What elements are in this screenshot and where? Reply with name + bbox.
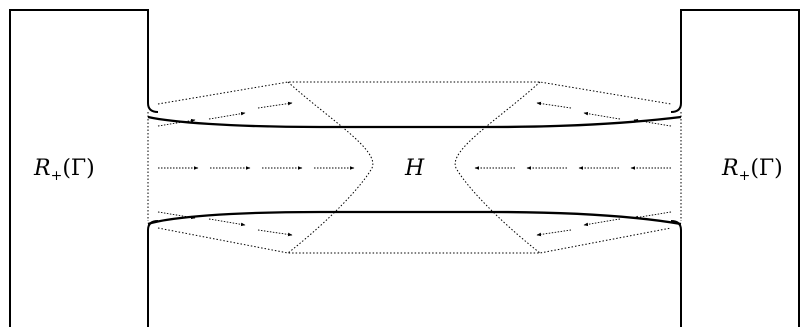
- left-region-label-main: R: [33, 156, 51, 181]
- flow-arrow: [157, 211, 196, 220]
- dotted-left-curve: [287, 81, 374, 254]
- flow-arrow: [583, 111, 621, 120]
- flow-arrow: [583, 218, 621, 227]
- dotted-right-curve: [454, 81, 541, 254]
- right-flow-arrows: [474, 101, 672, 237]
- flow-arrow: [536, 101, 572, 109]
- right-region-label: R+(Γ): [721, 156, 783, 184]
- dotted-outer-outline-top: [157, 81, 672, 105]
- flow-arrow: [633, 211, 672, 220]
- flow-arrow: [208, 218, 246, 227]
- flow-arrow: [257, 229, 293, 237]
- dotted-outer-outline-bottom: [157, 227, 672, 254]
- left-region-label-sub: +: [51, 168, 63, 184]
- flow-arrow: [157, 118, 196, 127]
- right-region-boundary: [670, 9, 800, 327]
- flow-arrow: [633, 118, 672, 127]
- right-region-label-arg: (Γ): [750, 156, 782, 181]
- center-region-label: H: [404, 156, 425, 181]
- left-region-label-arg: (Γ): [62, 156, 94, 181]
- right-region-label-sub: +: [739, 168, 751, 184]
- flow-arrow: [536, 229, 572, 237]
- flow-arrow: [208, 111, 246, 120]
- handle-top-boundary: [147, 115, 682, 129]
- left-flow-arrows: [157, 101, 355, 237]
- right-region-label-main: R: [721, 156, 739, 181]
- flow-arrow: [257, 101, 293, 109]
- left-region-boundary: [9, 9, 159, 327]
- left-region-label: R+(Γ): [33, 156, 95, 184]
- left-region-lower-boundary: [147, 220, 159, 327]
- right-region-lower-boundary: [670, 220, 682, 327]
- center-region-label-main: H: [404, 156, 425, 181]
